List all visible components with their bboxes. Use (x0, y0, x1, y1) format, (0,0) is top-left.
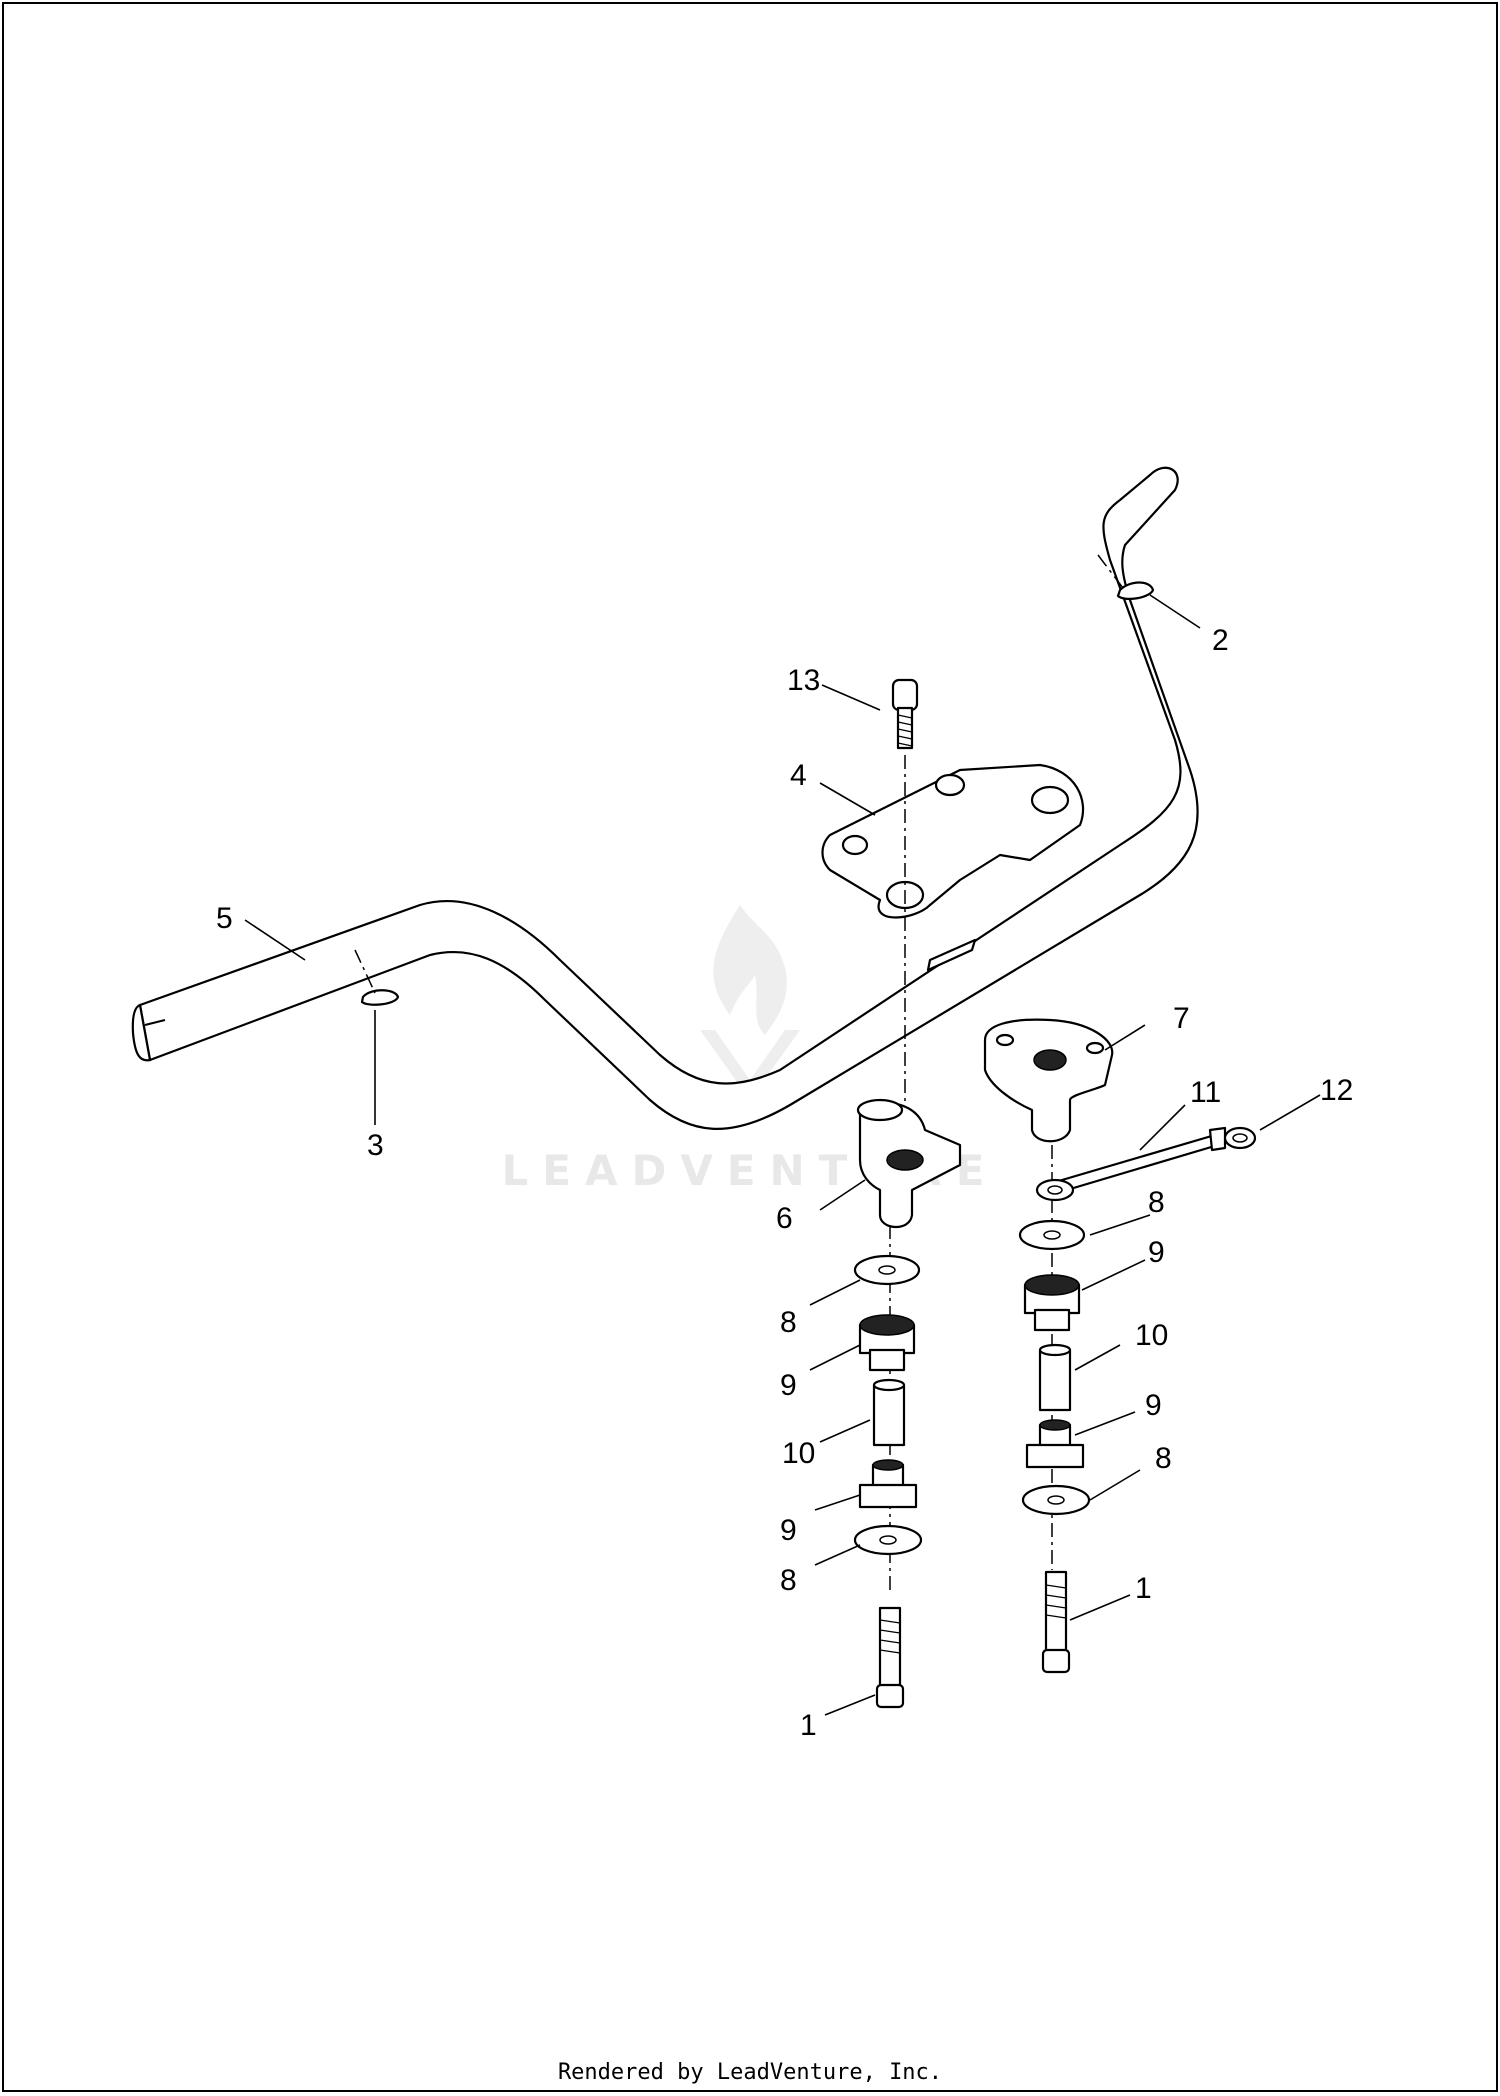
screw-part-13 (891, 678, 919, 750)
callout-4: 4 (790, 759, 807, 792)
callout-10-right: 10 (1135, 1319, 1168, 1352)
callout-8-right-top: 8 (1148, 1186, 1165, 1219)
callout-8-right-bottom: 8 (1155, 1442, 1172, 1475)
callout-10-left: 10 (782, 1437, 815, 1470)
handlebar (131, 466, 1199, 1130)
left-isolator-stack (853, 1254, 923, 1709)
callout-3: 3 (367, 1129, 384, 1162)
callout-6: 6 (776, 1202, 793, 1235)
callout-8-left-top: 8 (780, 1306, 797, 1339)
callout-5: 5 (216, 902, 233, 935)
clip-part-2 (1097, 554, 1155, 600)
callout-9-right-bottom: 9 (1145, 1389, 1162, 1422)
footer-credit: Rendered by LeadVenture, Inc. (557, 2060, 943, 2085)
callout-11: 11 (1190, 1076, 1221, 1109)
leader-lines (244, 594, 1321, 1716)
callout-9-left-top: 9 (780, 1369, 797, 1402)
riser-part-7 (983, 1018, 1114, 1143)
callout-7: 7 (1173, 1002, 1190, 1035)
top-clamp-part-4 (821, 763, 1085, 919)
callout-8-left-bottom: 8 (780, 1564, 797, 1597)
callout-12: 12 (1320, 1074, 1353, 1107)
right-isolator-stack (1018, 1219, 1091, 1674)
clip-part-3 (354, 949, 400, 1006)
callout-2: 2 (1212, 624, 1229, 657)
callout-13: 13 (787, 664, 820, 697)
riser-part-6 (856, 1098, 962, 1229)
callout-9-right-top: 9 (1148, 1236, 1165, 1269)
callout-1-left: 1 (800, 1709, 817, 1742)
flame-v-logo (700, 905, 800, 1100)
callout-1-right: 1 (1135, 1572, 1152, 1605)
callout-9-left-bottom: 9 (780, 1514, 797, 1547)
callout-labels: 2 3 4 5 6 7 13 11 12 8 9 10 9 8 1 8 9 10… (216, 624, 1353, 1742)
ground-strap-part-11 (1035, 1126, 1257, 1202)
